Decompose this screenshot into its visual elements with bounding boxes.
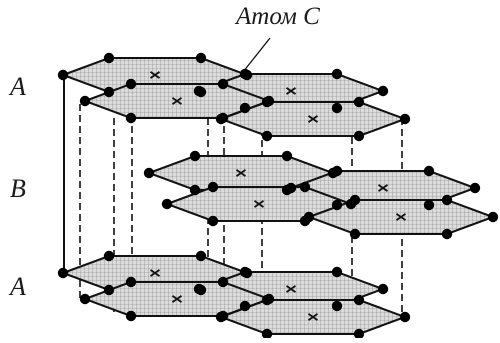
carbon-atom (195, 52, 207, 64)
carbon-atom (103, 250, 115, 262)
carbon-atom (281, 150, 293, 162)
hexagon-center-mark (171, 295, 183, 303)
carbon-atom (239, 300, 251, 312)
carbon-atom (103, 52, 115, 64)
carbon-atom (161, 198, 173, 210)
carbon-atom (423, 165, 435, 177)
carbon-atom (399, 311, 411, 323)
carbon-atom (215, 311, 227, 323)
carbon-atom (303, 211, 315, 223)
carbon-atom (377, 85, 389, 97)
carbon-atom (125, 276, 137, 288)
carbon-atom (469, 182, 481, 194)
carbon-atom (103, 284, 115, 296)
hexagon-center-mark (171, 97, 183, 105)
carbon-atom (193, 283, 205, 295)
carbon-atom (57, 267, 69, 279)
carbon-atom (261, 328, 273, 340)
carbon-atom (331, 68, 343, 80)
hexagon-centers (149, 71, 407, 321)
carbon-atom (189, 184, 201, 196)
carbon-atom (299, 181, 311, 193)
hexagon-center-mark (285, 87, 297, 95)
hexagon-center-mark (149, 269, 161, 277)
carbon-atom (349, 228, 361, 240)
carbon-atom (353, 294, 365, 306)
carbon-atom (189, 150, 201, 162)
hexagon-center-mark (149, 71, 161, 79)
carbon-atom (331, 266, 343, 278)
carbon-atoms (57, 52, 499, 340)
layer-label-top: A (10, 72, 26, 101)
carbon-atom (349, 194, 361, 206)
carbon-atom (261, 130, 273, 142)
layer-label-bottom: A (10, 272, 26, 301)
hexagon-layers (60, 57, 496, 335)
carbon-atom (261, 294, 273, 306)
carbon-atom (239, 102, 251, 114)
carbon-atom (57, 69, 69, 81)
carbon-atom (261, 96, 273, 108)
carbon-atom (377, 283, 389, 295)
hexagon-center-mark (253, 200, 265, 208)
carbon-atom (441, 194, 453, 206)
carbon-atom (487, 211, 499, 223)
carbon-atom (125, 112, 137, 124)
carbon-atom (353, 130, 365, 142)
vertical-bonds (63, 75, 403, 314)
carbon-atom (399, 113, 411, 125)
atom-label: Атом C (236, 3, 320, 30)
hexagon-center-mark (307, 313, 319, 321)
carbon-atom (239, 68, 251, 80)
carbon-atom (331, 300, 343, 312)
carbon-atom (79, 293, 91, 305)
carbon-atom (217, 276, 229, 288)
carbon-atom (331, 165, 343, 177)
carbon-atom (331, 199, 343, 211)
carbon-atom (423, 199, 435, 211)
carbon-atom (193, 85, 205, 97)
carbon-atom (207, 215, 219, 227)
carbon-atom (353, 328, 365, 340)
carbon-atom (217, 78, 229, 90)
carbon-atom (331, 102, 343, 114)
carbon-atom (103, 86, 115, 98)
carbon-atom (195, 250, 207, 262)
hexagon-center-mark (307, 115, 319, 123)
carbon-atom (353, 96, 365, 108)
carbon-atom (239, 266, 251, 278)
carbon-atom (285, 182, 297, 194)
carbon-atom (215, 113, 227, 125)
layer-label-middle: B (10, 174, 26, 203)
atom-pointer-line (242, 37, 271, 73)
hexagon-center-mark (285, 285, 297, 293)
carbon-atom (441, 228, 453, 240)
hexagon-center-mark (235, 169, 247, 177)
hexagon-center-mark (395, 213, 407, 221)
carbon-atom (143, 167, 155, 179)
carbon-atom (125, 78, 137, 90)
carbon-atom (125, 310, 137, 322)
carbon-atom (207, 181, 219, 193)
hexagon-center-mark (377, 184, 389, 192)
carbon-atom (79, 95, 91, 107)
